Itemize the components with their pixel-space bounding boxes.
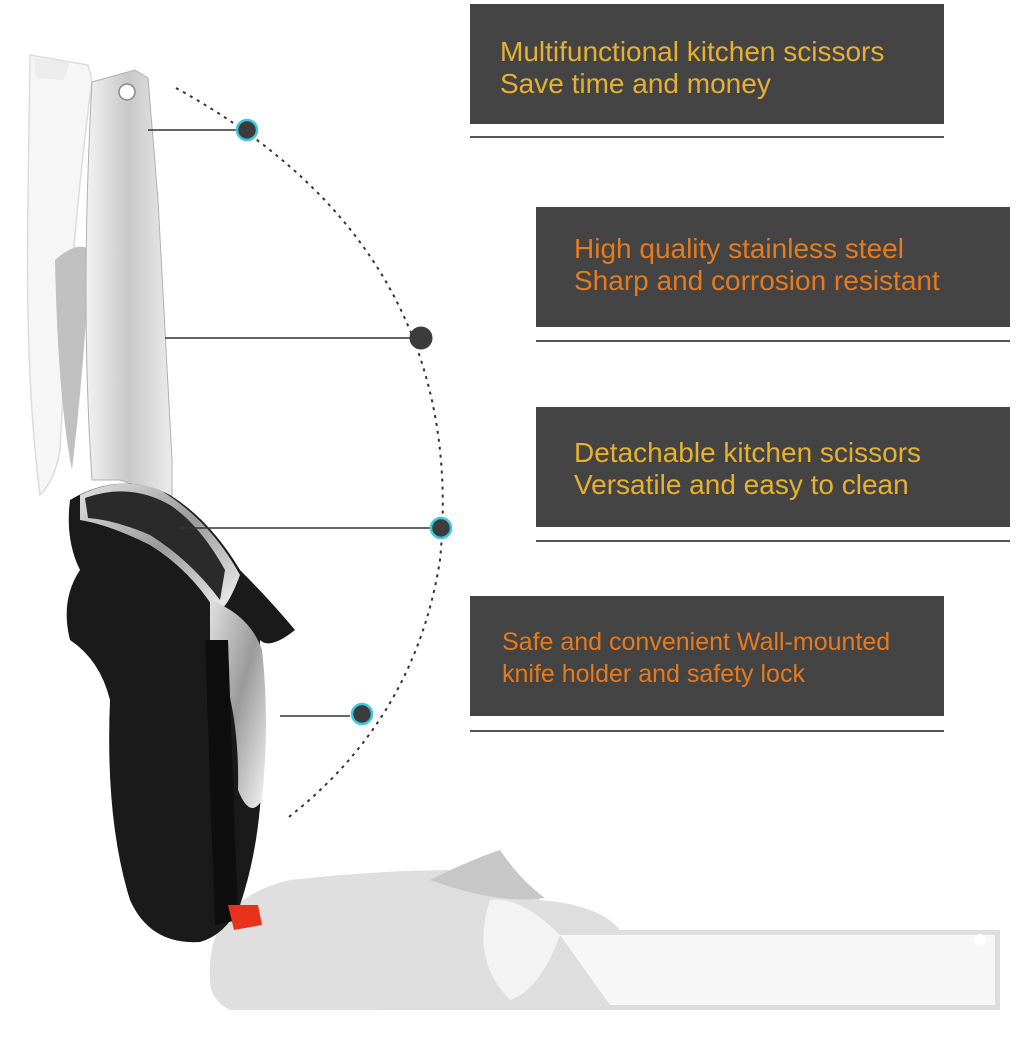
black-handle (66, 483, 296, 943)
connector-lines (148, 129, 432, 717)
feature-title-2: High quality stainless steel (574, 233, 904, 264)
dotted-arc (175, 87, 444, 821)
marker-dots (235, 118, 453, 726)
feature-banner-4: Safe and convenient Wall-mounted knife h… (470, 596, 944, 716)
marker-dot (235, 118, 259, 142)
scissors-board-blade (26, 54, 93, 497)
divider-1 (470, 136, 944, 138)
feature-subtitle-1: Save time and money (500, 68, 771, 99)
feature-title-1: Multifunctional kitchen scissors (500, 36, 885, 67)
marker-dot (409, 326, 433, 350)
divider-3 (536, 540, 1010, 542)
divider-2 (536, 340, 1010, 342)
faded-scissors-reflection (209, 850, 1000, 1010)
feature-banner-2: High quality stainless steel Sharp and c… (536, 207, 1010, 327)
marker-dot (350, 702, 374, 726)
feature-subtitle-3: Versatile and easy to clean (574, 469, 909, 500)
marker-dot (429, 516, 453, 540)
steel-blade (85, 69, 173, 512)
feature-banner-1: Multifunctional kitchen scissors Save ti… (470, 4, 944, 124)
feature-subtitle-2: Sharp and corrosion resistant (574, 265, 940, 296)
divider-4 (470, 730, 944, 732)
feature-subtitle-4: knife holder and safety lock (502, 660, 805, 688)
feature-title-3: Detachable kitchen scissors (574, 437, 922, 468)
feature-banner-3: Detachable kitchen scissors Versatile an… (536, 407, 1010, 527)
feature-title-4: Safe and convenient Wall-mounted (502, 628, 891, 656)
